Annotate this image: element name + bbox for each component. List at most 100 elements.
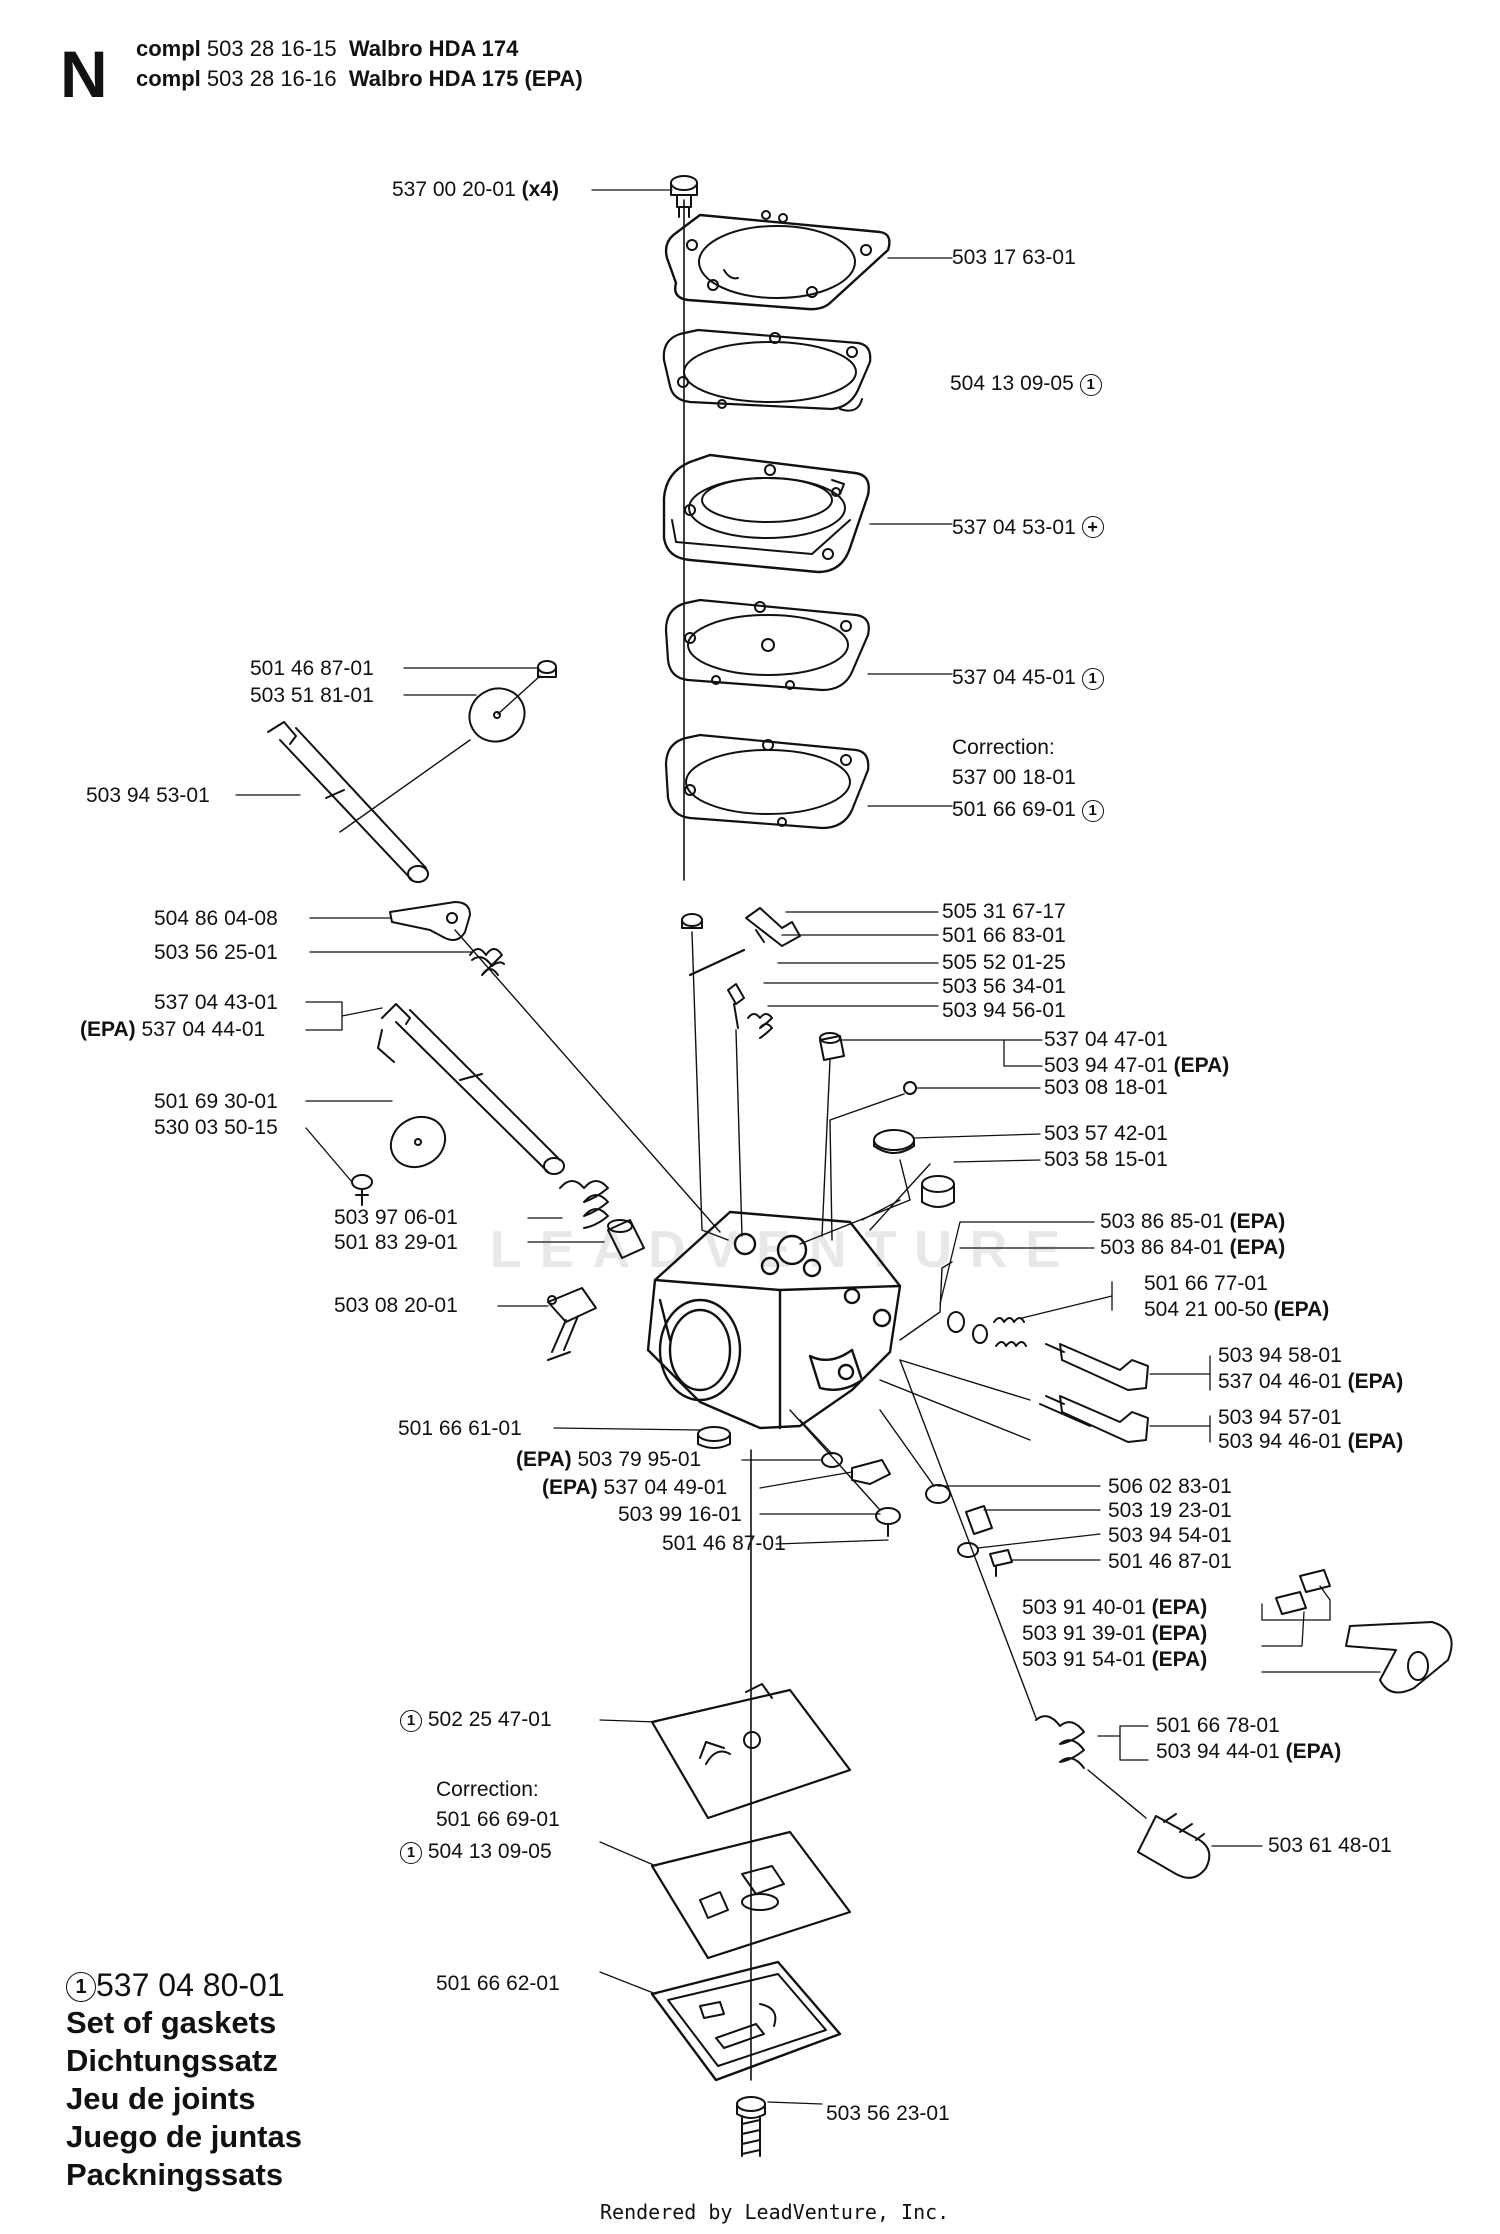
label-505-52-01-25: 505 52 01-25 bbox=[942, 951, 1066, 974]
label-501-83-29-01: 501 83 29-01 bbox=[334, 1231, 458, 1254]
label-503-94-58-01: 503 94 58-01 bbox=[1218, 1344, 1342, 1367]
label-537-00-20-01: 537 00 20-01 (x4) bbox=[392, 178, 559, 201]
label-501-66-83-01: 501 66 83-01 bbox=[942, 924, 1066, 947]
throttle-lever bbox=[389, 901, 471, 941]
filter-screen bbox=[697, 1426, 731, 1449]
label-503-94-56-01: 503 94 56-01 bbox=[942, 999, 1066, 1022]
label-503-61-48-01: 503 61 48-01 bbox=[1268, 1834, 1392, 1857]
adjust-needle-parts bbox=[947, 1311, 1149, 1443]
carburetor-body bbox=[646, 1210, 902, 1430]
label-503-56-25-01: 503 56 25-01 bbox=[154, 941, 278, 964]
label-503-94-54-01: 503 94 54-01 bbox=[1108, 1524, 1232, 1547]
assembly-line-2: compl 503 28 16-16 Walbro HDA 175 (EPA) bbox=[136, 66, 583, 91]
kit-name-es: Juego de juntas bbox=[66, 2119, 302, 2154]
metering-cover bbox=[650, 1960, 842, 2082]
choke-lever-assembly bbox=[1275, 1569, 1453, 1694]
gasket-1 bbox=[662, 328, 872, 412]
label-503-91-54-01: 503 91 54-01 (EPA) bbox=[1022, 1648, 1208, 1671]
label-537-04-46-01: 537 04 46-01 (EPA) bbox=[1218, 1370, 1404, 1393]
label-537-04-44-01: (EPA) 537 04 44-01 bbox=[80, 1018, 266, 1041]
label-504-86-04-08: 504 86 04-08 bbox=[154, 907, 278, 930]
label-537-04-49-01: (EPA) 537 04 49-01 bbox=[542, 1476, 728, 1499]
screw-top bbox=[670, 175, 698, 218]
label-501-66-62-01: 501 66 62-01 bbox=[436, 1972, 560, 1995]
choke-valve bbox=[351, 1115, 447, 1206]
kit-name-en: Set of gaskets bbox=[66, 2005, 277, 2040]
label-503-86-84-01: 503 86 84-01 (EPA) bbox=[1100, 1236, 1286, 1259]
label-501-66-61-01: 501 66 61-01 bbox=[398, 1417, 522, 1440]
label-503-19-23-01: 503 19 23-01 bbox=[1108, 1499, 1232, 1522]
label-503-94-46-01: 503 94 46-01 (EPA) bbox=[1218, 1430, 1404, 1453]
watermark: LEADVENTURE bbox=[490, 1221, 1079, 1279]
label-501-66-69-01: 501 66 69-01 1 bbox=[952, 798, 1104, 822]
needle-leaders bbox=[879, 1261, 1031, 1441]
gasket-2 bbox=[664, 733, 870, 830]
label-correction-bottom: Correction: bbox=[436, 1778, 539, 1801]
label-503-17-63-01: 503 17 63-01 bbox=[952, 246, 1076, 269]
label-537-04-47-01: 537 04 47-01 bbox=[1044, 1028, 1168, 1051]
plug bbox=[921, 1175, 955, 1208]
plus-mark-icon bbox=[1081, 516, 1104, 538]
throttle-shaft bbox=[267, 721, 429, 883]
kit-name-fr: Jeu de joints bbox=[66, 2081, 256, 2116]
right-small-parts bbox=[879, 1403, 1091, 1577]
label-503-79-95-01: (EPA) 503 79 95-01 bbox=[516, 1448, 702, 1471]
fuel-inlet-fitting bbox=[547, 1287, 597, 1361]
label-501-66-77-01: 501 66 77-01 bbox=[1144, 1272, 1268, 1295]
diaphragm bbox=[664, 598, 870, 692]
label-503-97-06-01: 503 97 06-01 bbox=[334, 1206, 458, 1229]
label-503-91-39-01: 503 91 39-01 (EPA) bbox=[1022, 1622, 1208, 1645]
label-501-46-87-01-c: 501 46 87-01 bbox=[1108, 1550, 1232, 1573]
label-530-03-50-15: 530 03 50-15 bbox=[154, 1116, 278, 1139]
label-501-46-87-01-a: 501 46 87-01 bbox=[250, 657, 374, 680]
label-503-58-15-01: 503 58 15-01 bbox=[1044, 1148, 1168, 1171]
label-correction-top: Correction: bbox=[952, 736, 1055, 759]
choke-spring bbox=[559, 1180, 609, 1229]
footer-credit: Rendered by LeadVenture, Inc. bbox=[600, 2200, 950, 2224]
label-503-08-20-01: 503 08 20-01 bbox=[334, 1294, 458, 1317]
label-503-86-85-01: 503 86 85-01 (EPA) bbox=[1100, 1210, 1286, 1233]
detent-sleeve bbox=[607, 1219, 645, 1259]
lower-small-parts bbox=[789, 1409, 901, 1537]
label-504-13-09-05-b: 1 504 13 09-05 bbox=[400, 1840, 552, 1864]
label-503-56-34-01: 503 56 34-01 bbox=[942, 975, 1066, 998]
label-537-04-45-01: 537 04 45-01 1 bbox=[952, 666, 1104, 690]
assembly-leaders bbox=[454, 929, 931, 1245]
label-502-25-47-01: 1 502 25 47-01 bbox=[400, 1708, 552, 1732]
pump-cap bbox=[873, 1129, 915, 1154]
assembly-header: compl 503 28 16-15 Walbro HDA 174 compl … bbox=[136, 34, 583, 94]
label-501-66-78-01: 501 66 78-01 bbox=[1156, 1714, 1280, 1737]
label-504-13-09-05: 504 13 09-05 1 bbox=[950, 372, 1102, 396]
label-501-69-30-01: 501 69 30-01 bbox=[154, 1090, 278, 1113]
throttle-spring bbox=[469, 948, 505, 976]
section-letter: N bbox=[60, 37, 108, 111]
kit-name-sv: Packningssats bbox=[66, 2157, 284, 2192]
label-503-91-40-01: 503 91 40-01 (EPA) bbox=[1022, 1596, 1208, 1619]
metering-gasket bbox=[650, 1683, 852, 1820]
label-501-46-87-01-b: 501 46 87-01 bbox=[662, 1532, 786, 1555]
label-537-04-53-01: 537 04 53-01 bbox=[952, 516, 1104, 540]
pump-body bbox=[662, 453, 870, 574]
cover-screw bbox=[736, 2096, 766, 2157]
label-503-94-53-01: 503 94 53-01 bbox=[86, 784, 210, 807]
label-leader-lines bbox=[235, 189, 1381, 2105]
label-503-08-18-01: 503 08 18-01 bbox=[1044, 1076, 1168, 1099]
idle-screw-spring bbox=[899, 1359, 1211, 1879]
cover-plate bbox=[664, 210, 891, 311]
metering-diaphragm bbox=[650, 1830, 852, 1960]
label-537-04-43-01: 537 04 43-01 bbox=[154, 991, 278, 1014]
label-503-51-81-01: 503 51 81-01 bbox=[250, 684, 374, 707]
label-501-66-69-01-b: 501 66 69-01 bbox=[436, 1808, 560, 1831]
label-503-94-44-01: 503 94 44-01 (EPA) bbox=[1156, 1740, 1342, 1763]
metering-lever-parts bbox=[681, 907, 917, 1095]
assembly-line-1: compl 503 28 16-15 Walbro HDA 174 bbox=[136, 36, 519, 61]
label-503-94-47-01: 503 94 47-01 (EPA) bbox=[1044, 1054, 1230, 1077]
label-537-00-18-01: 537 00 18-01 bbox=[952, 766, 1076, 789]
label-503-94-57-01: 503 94 57-01 bbox=[1218, 1406, 1342, 1429]
throttle-valve bbox=[339, 660, 557, 833]
label-505-31-67-17: 505 31 67-17 bbox=[942, 900, 1066, 923]
label-506-02-83-01: 506 02 83-01 bbox=[1108, 1475, 1232, 1498]
